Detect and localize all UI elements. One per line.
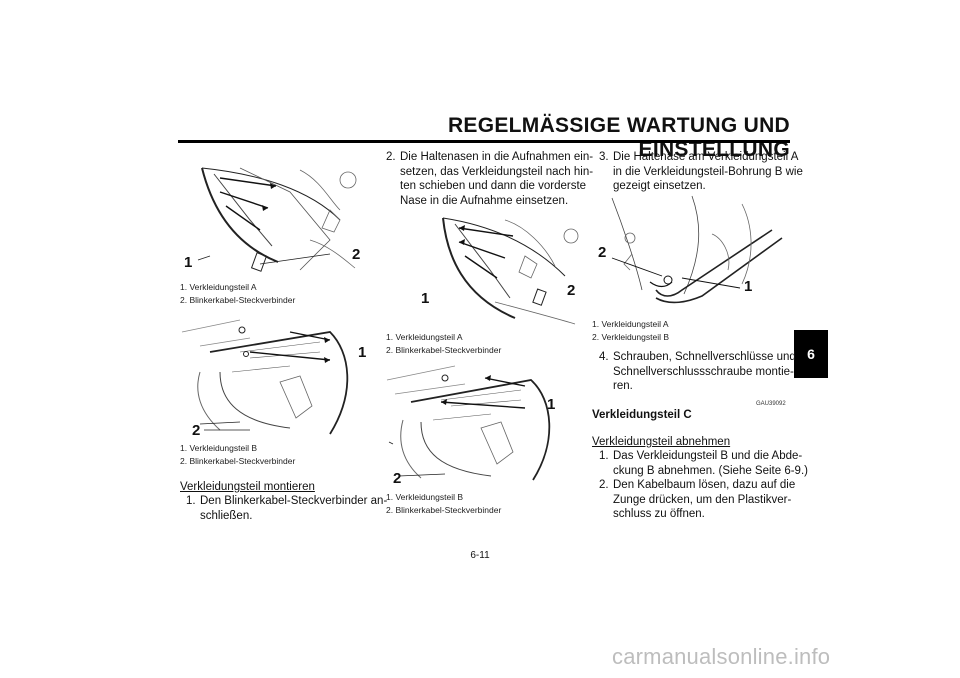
- callout-1: 1: [547, 396, 556, 413]
- callout-2: 2: [192, 422, 201, 439]
- watermark[interactable]: carmanualsonline.info: [612, 644, 831, 669]
- callout-2: 2: [393, 470, 402, 487]
- callout-1: 1: [421, 290, 430, 307]
- page-title: REGELMÄSSIGE WARTUNG UND EINSTELLUNG: [447, 114, 790, 161]
- figure-caption: 1. Verkleidungsteil B 2. Blinkerkabel-St…: [386, 492, 502, 515]
- page-number: 6-11: [470, 550, 490, 561]
- figure-caption: 1. Verkleidungsteil B 2. Blinkerkabel-St…: [180, 443, 296, 466]
- callout-1: 1: [744, 278, 753, 295]
- section-heading-install: Verkleidungsteil montieren: [180, 481, 315, 493]
- figure-caption: 1. Verkleidungsteil A 2. Blinkerkabel-St…: [180, 282, 296, 305]
- figure-fairing-tab-hole: 2 1: [592, 194, 787, 316]
- callout-2: 2: [567, 282, 576, 299]
- figure-caption: 1. Verkleidungsteil A 2. Blinkerkabel-St…: [386, 332, 502, 355]
- callout-1: 1: [184, 254, 193, 271]
- callout-2: 2: [598, 244, 607, 261]
- figure-caption: 1. Verkleidungsteil A 2. Verkleidungstei…: [592, 319, 670, 342]
- callout-2: 2: [352, 246, 361, 263]
- header-rule: [178, 140, 790, 143]
- figure-fairing-a-install: 1 2: [385, 206, 580, 328]
- callout-1: 1: [358, 344, 367, 361]
- figure-fairing-b-install: 1 2: [385, 362, 580, 487]
- subheading-remove: Verkleidungsteil abnehmen: [592, 436, 731, 448]
- figure-fairing-a-removal: 1 2: [180, 150, 375, 278]
- section-title: Verkleidungsteil C: [592, 409, 692, 421]
- chapter-tab[interactable]: 6: [794, 330, 828, 378]
- figure-fairing-b-removal: 1 2: [180, 312, 375, 440]
- doc-code: GAU39092: [756, 401, 786, 407]
